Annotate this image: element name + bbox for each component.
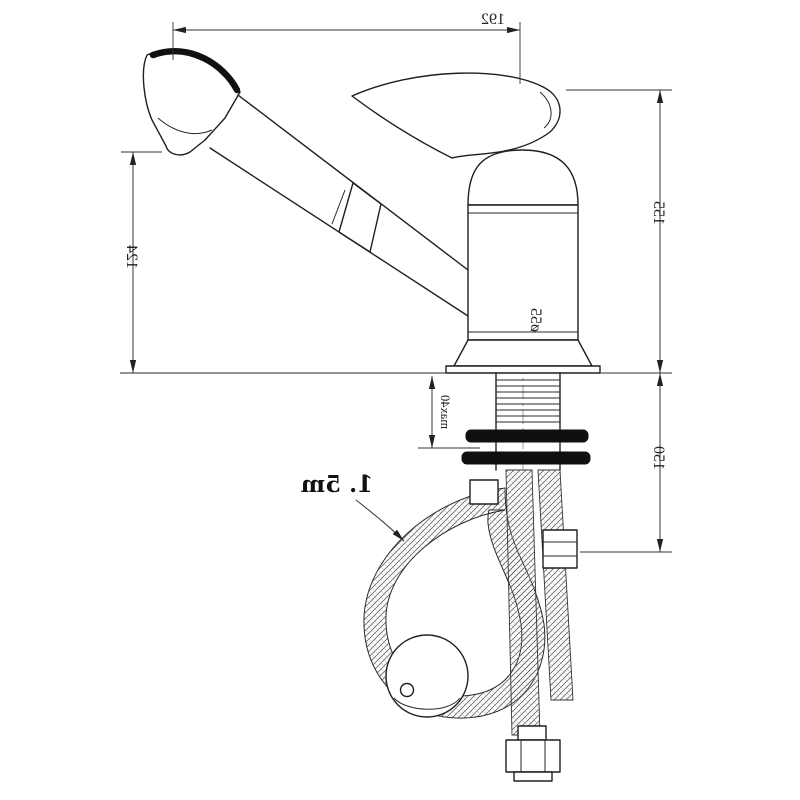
hose-fitting [542,529,578,569]
hose-length-leader [355,499,405,542]
spout [209,94,469,317]
base-flange [445,339,601,374]
dim-label-below-deck: 150 [650,446,667,470]
o-ring-lower [461,451,591,465]
hose-coupling [469,479,499,505]
spout-collar [338,182,382,253]
body [467,149,579,341]
dim-label-spout-height: 124 [123,245,140,269]
hose-length-label: 1. 5m [301,471,373,498]
supply-hoses [469,469,578,736]
supply-hose-nut [505,725,561,782]
spray-head-accent [149,48,241,94]
supply-hose-right [537,469,574,701]
dim-spout-height: 124 [121,151,162,373]
handle-lever [351,72,561,159]
dim-below-deck: 150 [580,373,672,553]
dim-label-deck-thickness: max40 [438,395,452,429]
spray-head [142,48,241,156]
dome-cap [467,149,579,206]
dim-label-body-diameter: ø55 [527,308,544,332]
dim-height-above-deck: 155 [566,89,672,374]
dim-label-spout-reach: 192 [481,11,505,28]
supply-hose-left [505,469,541,736]
thread-lines [496,379,560,423]
dim-deck-thickness: max40 [418,376,480,449]
hose-length-annotation: 1. 5m [301,471,405,542]
threaded-shank [461,372,591,471]
o-ring-upper [465,429,589,443]
dim-spout-reach: 192 [172,11,521,84]
hose-weight [385,634,469,718]
dim-label-height-above-deck: 155 [650,201,667,225]
